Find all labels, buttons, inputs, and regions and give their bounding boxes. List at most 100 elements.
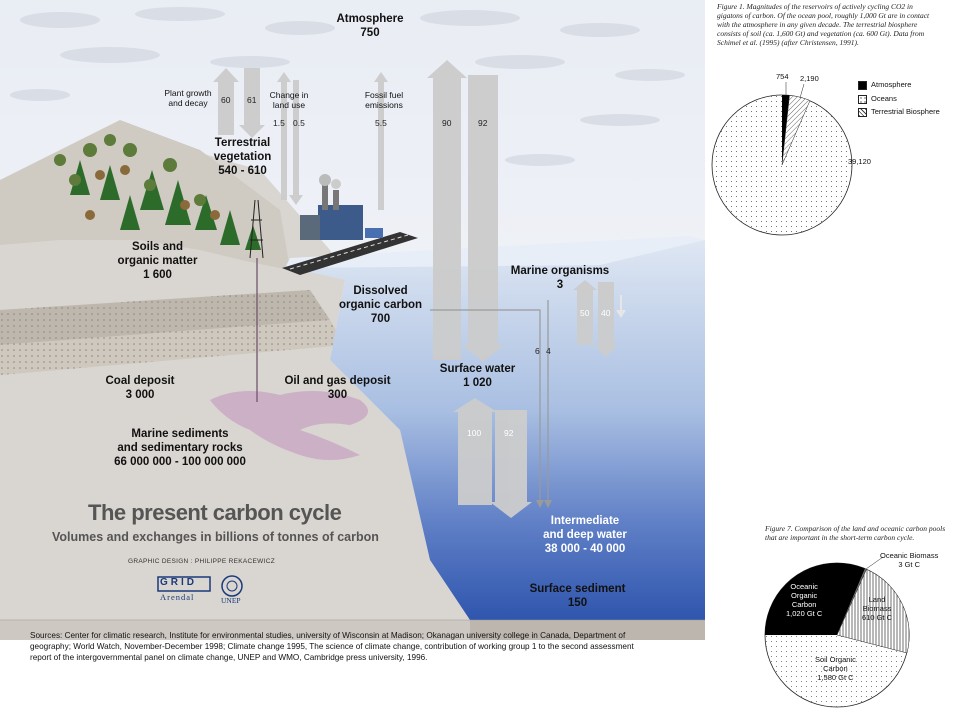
ocean-up-arrow [427, 60, 467, 360]
marine-organisms-value: 3 [556, 279, 564, 291]
ocean-up-value: 90 [442, 118, 452, 128]
marine-sediments-label: Marine sediments and sedimentary rocks 66… [105, 427, 255, 469]
marine-sed-name: Marine sediments and sedimentary rocks [117, 428, 243, 454]
landuse-down-arrow [289, 80, 303, 205]
oilgas-name: Oil and gas deposit [284, 375, 391, 387]
bio-up-value: 50 [580, 308, 590, 318]
marine-organisms-name: Marine organisms [510, 265, 610, 277]
plant-down-value: 61 [247, 95, 257, 105]
legend-swatch-terrestrial [858, 107, 867, 117]
soils-label: Soils and organic matter 1 600 [105, 240, 210, 282]
terrestrial-name: Terrestrial vegetation [213, 137, 272, 163]
land-block [0, 130, 470, 620]
bio-up-arrow [573, 280, 597, 345]
surface-water-value: 1 020 [463, 377, 492, 389]
land-use-label: Change in land use [269, 90, 309, 110]
oil-derrick [249, 199, 264, 259]
fig7-label-soil: Soil Organic Carbon 1,580 Gt C [815, 655, 856, 682]
factory [300, 174, 383, 240]
fossil-fuel-label: Fossil fuel emissions [364, 90, 404, 110]
terrestrial-vegetation-label: Terrestrial vegetation 540 - 610 [200, 136, 285, 178]
fig7-pie-chart [764, 556, 910, 708]
unep-logo: UNEP [221, 596, 241, 605]
terrestrial-value: 540 - 610 [218, 165, 267, 177]
fig1-label-terr: 2,190 [800, 74, 819, 83]
coal-value: 3 000 [125, 389, 155, 401]
fig7-caption: Figure 7. Comparison of the land and oce… [765, 524, 946, 542]
graphic-design-credit: GRAPHIC DESIGN : PHILIPPE REKACEWICZ [128, 558, 275, 565]
fig1-caption: Figure 1. Magnitudes of the reservoirs o… [717, 2, 930, 47]
bio-down-arrow [594, 282, 618, 357]
down-value-1: 6 [535, 346, 540, 356]
fig1-legend-terrestrial: Terrestrial Biosphere [858, 107, 940, 117]
plant-growth-label: Plant growth and decay [164, 88, 212, 108]
diagram-subtitle: Volumes and exchanges in billions of ton… [52, 530, 379, 544]
legend-text-terrestrial: Terrestrial Biosphere [871, 107, 940, 116]
landuse-value-2: 0.5 [293, 118, 305, 128]
soils-value: 1 600 [143, 269, 172, 281]
sources-text: Sources: Center for climatic research, I… [30, 631, 634, 662]
fig7-label-land-biomass: Land Biomass 610 Gt C [862, 595, 893, 622]
road [282, 232, 418, 275]
oilgas-value: 300 [327, 389, 348, 401]
landuse-up-arrow [277, 72, 291, 200]
plant-up-value: 60 [221, 95, 231, 105]
coal-deposit-label: Coal deposit 3 000 [95, 374, 185, 402]
legend-text-oceans: Oceans [871, 94, 897, 103]
legend-text-atmosphere: Atmosphere [871, 80, 912, 89]
fig1-legend-oceans: Oceans [858, 94, 897, 104]
fig1-pie-chart [711, 82, 853, 236]
fossil-arrow [374, 72, 388, 210]
dissolved-name: Dissolved organic carbon [338, 285, 423, 311]
atmosphere-label: Atmosphere 750 [320, 12, 420, 40]
fig7-slice-land-biomass [837, 569, 910, 653]
fig1-label-ocean: 39,120 [848, 157, 871, 166]
oil-gas-label: Oil and gas deposit 300 [275, 374, 400, 402]
deep-water-label: Intermediate and deep water 38 000 - 40 0… [525, 514, 645, 556]
landuse-value-1: 1.5 [273, 118, 285, 128]
clouds [10, 7, 685, 166]
oil-gas-deposit-shape [210, 391, 368, 460]
deep-up-arrow [453, 398, 497, 505]
fig7-slice-oceanic-organic [765, 563, 865, 635]
fossil-value: 5.5 [375, 118, 387, 128]
marine-organisms-label: Marine organisms 3 [505, 264, 615, 292]
ocean-down-arrow [462, 75, 504, 362]
deep-water-value: 38 000 - 40 000 [544, 543, 626, 555]
surface-sed-name: Surface sediment [529, 583, 626, 595]
deep-water-name: Intermediate and deep water [543, 515, 627, 541]
surface-water-label: Surface water 1 020 [430, 362, 525, 390]
plant-up-arrow [213, 68, 239, 135]
fig7-label-oceanic-biomass: Oceanic Biomass 3 Gt C [880, 551, 939, 569]
unep-emblem [221, 575, 243, 597]
diagram-title: The present carbon cycle [88, 500, 342, 525]
legend-swatch-atmosphere [858, 80, 867, 90]
dissolved-value: 700 [370, 313, 391, 325]
flux-arrows [213, 60, 618, 518]
dissolved-organic-label: Dissolved organic carbon 700 [333, 284, 428, 326]
atmosphere-value: 750 [360, 27, 380, 39]
ocean-down-value: 92 [478, 118, 488, 128]
plant-down-arrow [239, 68, 265, 138]
atmosphere-name: Atmosphere [336, 13, 404, 25]
bio-down-value: 40 [601, 308, 611, 318]
surface-sed-value: 150 [567, 597, 588, 609]
arendal-logo: Arendal [160, 592, 195, 602]
grid-logo: GRID [160, 577, 197, 588]
fig1-label-atm: 754 [776, 72, 789, 81]
legend-swatch-oceans [858, 94, 867, 104]
deep-down-arrow [490, 410, 532, 518]
fig1-legend-atmosphere: Atmosphere [858, 80, 911, 90]
coal-name: Coal deposit [105, 375, 175, 387]
fig7-label-oceanic-organic: Oceanic Organic Carbon 1,020 Gt C [786, 582, 823, 618]
soils-name: Soils and organic matter [117, 241, 198, 267]
fig1-slice-terrestrial [782, 95, 810, 165]
marine-sed-value: 66 000 000 - 100 000 000 [114, 456, 246, 468]
surface-water-name: Surface water [439, 363, 516, 375]
forest [54, 134, 261, 250]
deep-up-value: 100 [467, 428, 482, 438]
deep-down-value: 92 [504, 428, 514, 438]
surface-sediment-label: Surface sediment 150 [525, 582, 630, 610]
down-value-2: 4 [546, 346, 551, 356]
